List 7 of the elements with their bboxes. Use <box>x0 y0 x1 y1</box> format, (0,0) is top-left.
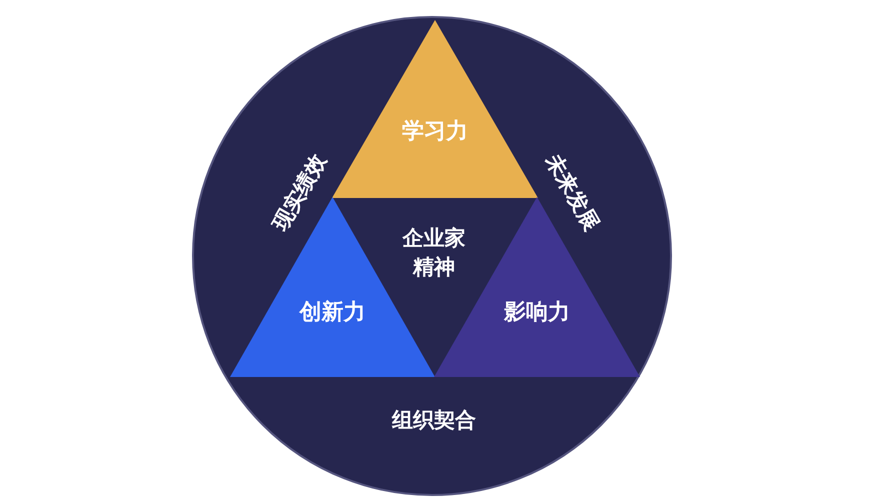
side-label: 未来发展 <box>540 148 605 237</box>
triangle-label: 学习力 <box>402 118 468 146</box>
triangle-label: 影响力 <box>504 299 570 327</box>
side-label: 组织契合 <box>390 410 477 431</box>
center-label: 企业家精神 <box>401 225 466 282</box>
triangle-label: 创新力 <box>300 299 366 327</box>
side-label: 现实绩效 <box>267 148 332 237</box>
